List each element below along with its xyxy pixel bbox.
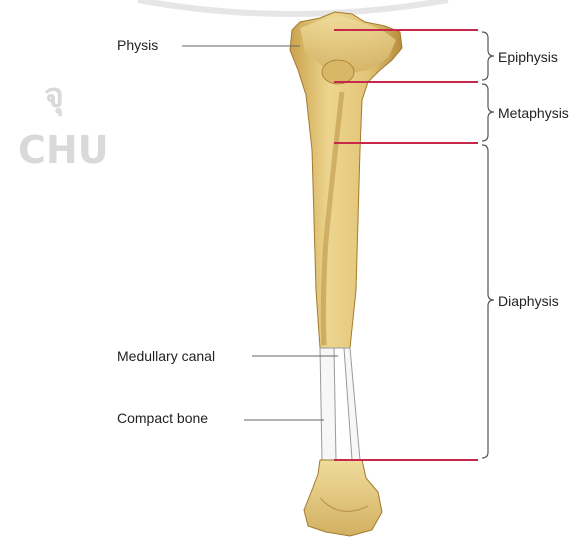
medullary-canal-label: Medullary canal: [117, 348, 215, 364]
bone-distal-end: [304, 460, 382, 536]
epiphysis-brace: [482, 32, 494, 80]
epiphysis-label: Epiphysis: [498, 49, 558, 65]
physis-label: Physis: [117, 37, 158, 53]
diaphysis-brace: [482, 145, 494, 458]
metaphysis-label: Metaphysis: [498, 105, 569, 121]
metaphysis-brace: [482, 84, 494, 141]
compact-bone-label: Compact bone: [117, 410, 208, 426]
tibial-tuberosity: [322, 60, 354, 84]
top-arc: [138, 0, 448, 14]
diaphysis-label: Diaphysis: [498, 293, 559, 309]
